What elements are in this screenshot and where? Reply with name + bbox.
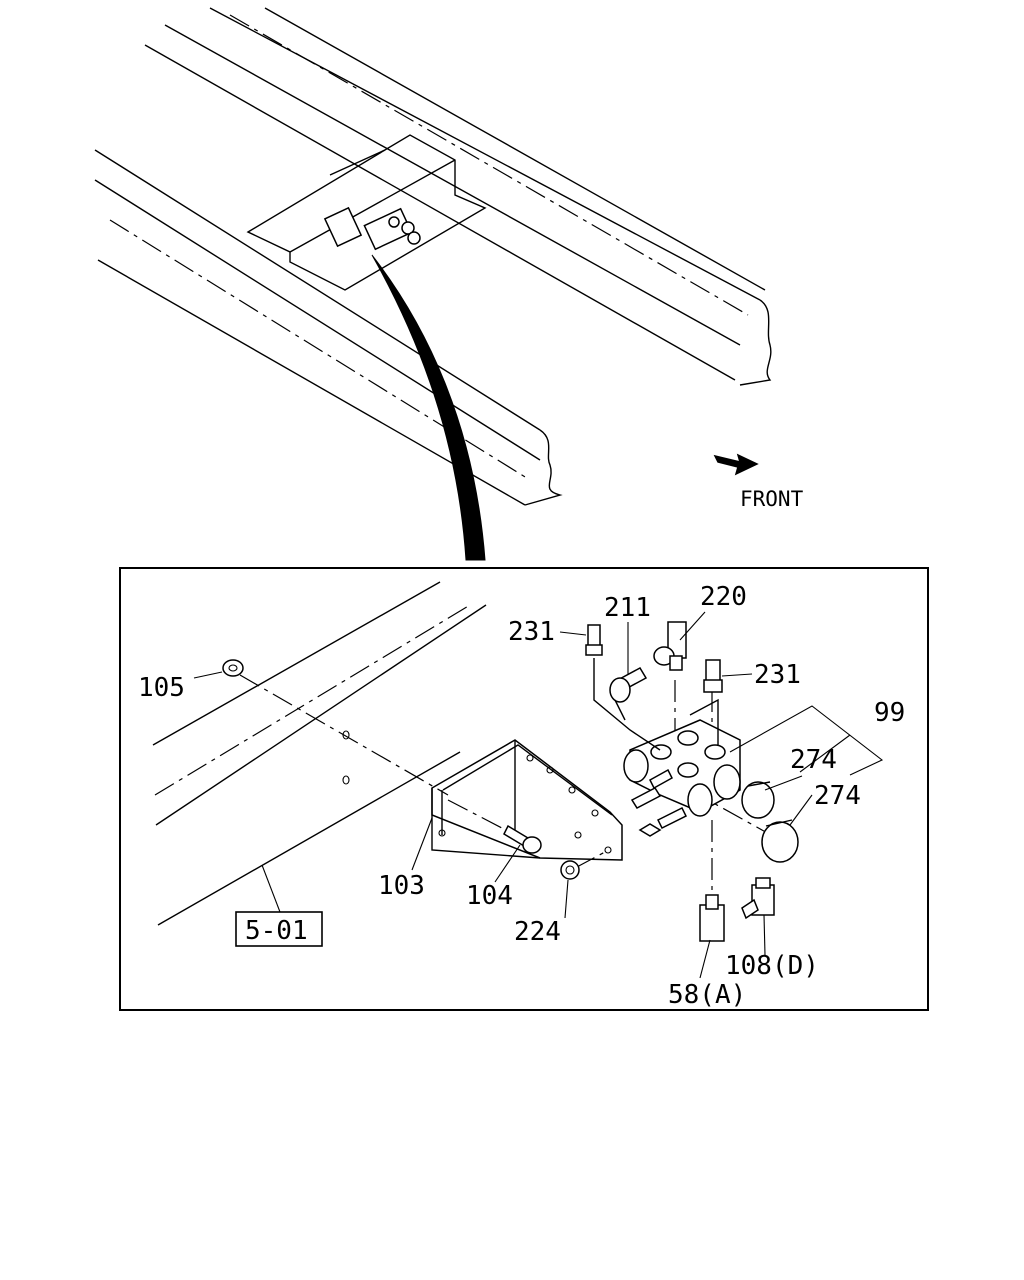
arrow-right-icon: [713, 453, 759, 476]
callout-211: 211: [604, 593, 651, 623]
part-231-fitting-right: [703, 659, 723, 693]
part-104-bolt: [503, 824, 542, 854]
callout-274-upper: 274: [790, 745, 837, 775]
callout-99: 99: [874, 698, 905, 728]
part-58-fitting: [699, 894, 725, 942]
part-274-cap-upper: [741, 781, 775, 819]
detail-box-frame: [119, 567, 929, 1011]
front-label: FRONT: [740, 487, 804, 511]
bracket-103: [431, 739, 623, 861]
part-231-fitting-left: [585, 624, 661, 751]
reference-box-label: 5-01: [245, 916, 308, 946]
part-274-cap-lower: [761, 819, 799, 863]
callout-231-left: 231: [508, 617, 555, 647]
callout-108d: 108(D): [725, 951, 819, 981]
callout-220: 220: [700, 582, 747, 612]
callout-224: 224: [514, 917, 561, 947]
part-224-nut: [560, 860, 580, 880]
callout-274-lower: 274: [814, 781, 861, 811]
reference-box[interactable]: 5-01: [235, 911, 323, 947]
callout-105: 105: [138, 673, 185, 703]
part-211-connector: [609, 667, 648, 721]
part-220-tee: [653, 621, 687, 671]
callout-231-right: 231: [754, 660, 801, 690]
callout-leaders: [193, 611, 884, 979]
callout-103: 103: [378, 871, 425, 901]
callout-58a: 58(A): [668, 980, 746, 1010]
assembly-line-105: [239, 674, 449, 796]
detail-rail: [152, 581, 487, 926]
assembly-line-224: [574, 851, 606, 869]
front-direction-indicator: FRONT: [713, 453, 804, 511]
valve-block: [623, 698, 741, 837]
detail-leader-curve: [371, 254, 486, 561]
part-105-nut: [222, 659, 244, 677]
part-108-elbow: [741, 877, 775, 920]
callout-104: 104: [466, 881, 513, 911]
assembly-line-104: [447, 799, 526, 841]
chassis-frame-overview: [94, 7, 772, 506]
